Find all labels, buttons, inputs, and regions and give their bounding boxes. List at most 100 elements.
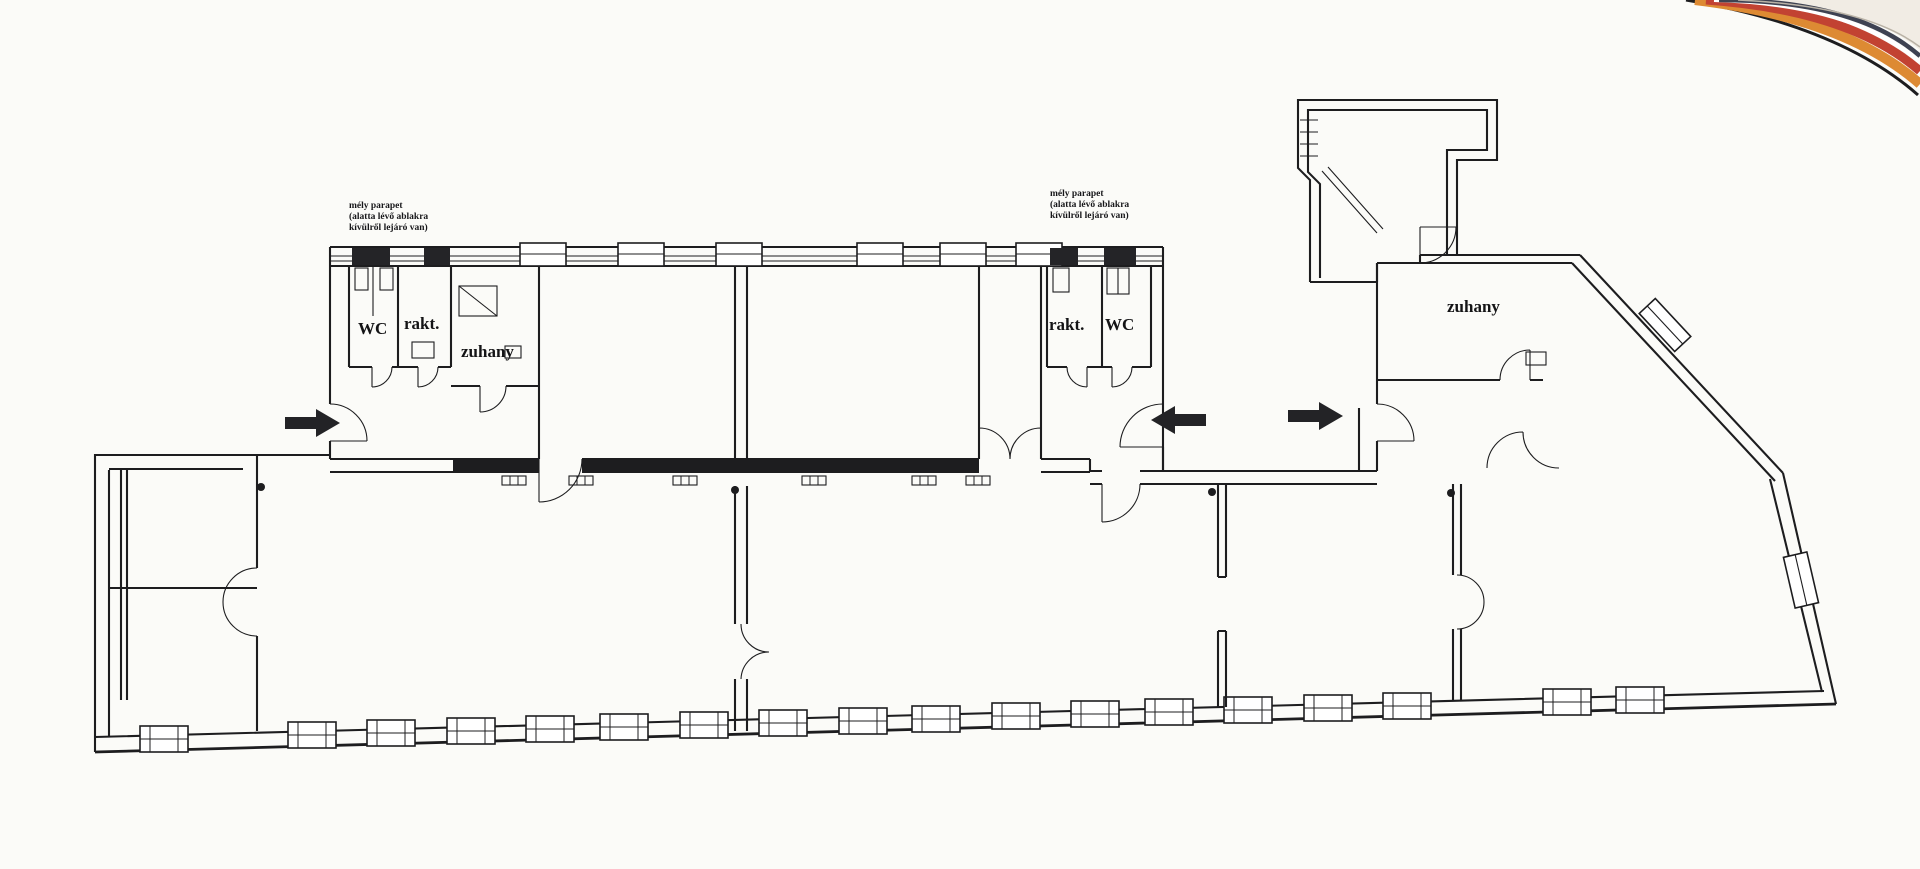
label-zuhany-right: zuhany bbox=[1447, 297, 1500, 316]
window-midline bbox=[1794, 554, 1808, 606]
basin-fixture bbox=[1525, 351, 1547, 366]
room-walls bbox=[1045, 266, 1153, 369]
window bbox=[838, 707, 888, 735]
corner-photo-object bbox=[1685, 0, 1920, 97]
label-wc-left: WC bbox=[358, 319, 387, 338]
east-wing bbox=[1296, 98, 1838, 705]
window bbox=[617, 242, 665, 267]
window bbox=[366, 719, 416, 747]
room-labels: WC rakt. zuhany rakt. WC zuhany bbox=[358, 297, 1500, 361]
object-inner-area bbox=[1712, 0, 1920, 50]
wall-piers bbox=[352, 248, 1136, 265]
middle-walls bbox=[733, 266, 1043, 731]
radiators bbox=[501, 475, 991, 486]
entrance-arrow-east bbox=[1288, 402, 1343, 430]
window bbox=[1382, 692, 1432, 720]
middle-divider-walls bbox=[733, 266, 749, 731]
zuhany-north-wall bbox=[1420, 253, 1580, 265]
ribbon-windows bbox=[519, 242, 1063, 267]
label-zuhany-left: zuhany bbox=[461, 342, 514, 361]
window bbox=[599, 713, 649, 741]
entrance-arrows bbox=[285, 402, 1343, 437]
east-wall-window bbox=[1782, 551, 1820, 609]
note-left-line3: kívülről lejáró van) bbox=[349, 222, 428, 233]
interior-wall-a bbox=[1216, 484, 1228, 707]
entrance-door-arc-middle bbox=[1119, 403, 1164, 448]
window-midline bbox=[1646, 305, 1684, 345]
window bbox=[446, 717, 496, 745]
diagonal-window bbox=[1638, 297, 1692, 353]
storage-fixture bbox=[411, 341, 435, 359]
pier bbox=[424, 248, 450, 265]
radiator bbox=[801, 475, 827, 486]
corner-double-door-arc bbox=[1486, 431, 1560, 469]
label-rakt-right: rakt. bbox=[1049, 315, 1084, 334]
tower-walls bbox=[1296, 98, 1499, 282]
window bbox=[911, 705, 961, 733]
window bbox=[939, 242, 987, 267]
service-rooms-right bbox=[1045, 266, 1153, 388]
wall-poche bbox=[453, 459, 539, 472]
entrance-door-arc-east bbox=[1376, 403, 1415, 442]
double-door-arc bbox=[1456, 574, 1485, 630]
entrance-arrow-middle bbox=[1151, 406, 1206, 434]
sink-fixture bbox=[504, 345, 522, 359]
door-arc bbox=[1101, 483, 1141, 523]
note-left-line1: mély parapet bbox=[349, 201, 403, 211]
stairs bbox=[1300, 119, 1318, 157]
hall-right-north-wall bbox=[1090, 408, 1377, 486]
window bbox=[758, 709, 808, 737]
door-arc bbox=[538, 458, 583, 503]
window bbox=[525, 715, 575, 743]
window bbox=[715, 242, 763, 267]
service-rooms-left bbox=[347, 266, 541, 459]
radiator bbox=[965, 475, 991, 486]
window bbox=[519, 242, 567, 267]
radiator bbox=[672, 475, 698, 486]
window bbox=[856, 242, 904, 267]
window bbox=[287, 721, 337, 749]
storage-fixture bbox=[1052, 267, 1070, 293]
window bbox=[679, 711, 729, 739]
lower-left-room-walls bbox=[93, 453, 330, 737]
northeast-diagonal-wall bbox=[1571, 254, 1784, 482]
label-wc-right: WC bbox=[1105, 315, 1134, 334]
tower-diagonal-wall bbox=[1321, 166, 1384, 234]
double-door-arc bbox=[222, 567, 258, 637]
hall-north-wall-lines bbox=[330, 457, 1092, 474]
window bbox=[1144, 698, 1194, 726]
room-door-arcs bbox=[1066, 366, 1133, 388]
window bbox=[1070, 700, 1120, 728]
pier bbox=[1050, 248, 1078, 265]
label-rakt-left: rakt. bbox=[404, 314, 439, 333]
hall-right-section bbox=[1090, 408, 1485, 707]
window bbox=[1223, 696, 1273, 724]
room-walls bbox=[347, 266, 541, 459]
vestibule-walls bbox=[977, 266, 1043, 459]
wall-poche bbox=[582, 459, 979, 472]
stripe-inner-line bbox=[1737, 0, 1920, 48]
pier bbox=[352, 248, 390, 265]
note-right-line3: kívülről lejáró van) bbox=[1050, 210, 1129, 221]
radiator bbox=[911, 475, 937, 486]
shower-diagonal bbox=[458, 285, 498, 317]
column-dot bbox=[1208, 488, 1216, 496]
window bbox=[1615, 686, 1665, 714]
entrance-door-arc-west bbox=[329, 403, 368, 442]
toilet-fixture bbox=[379, 267, 394, 291]
south-wall-windows bbox=[139, 686, 1665, 753]
entrance-arrow-west bbox=[285, 409, 340, 437]
note-right-line2: (alatta lévő ablakra bbox=[1050, 199, 1129, 210]
hall-north-wall bbox=[257, 427, 1455, 503]
toilet-fixture bbox=[354, 267, 369, 291]
note-right-line1: mély parapet bbox=[1050, 189, 1104, 199]
window bbox=[1542, 688, 1592, 716]
shower-tray bbox=[458, 285, 498, 317]
window bbox=[139, 725, 189, 753]
window bbox=[1303, 694, 1353, 722]
interior-wall-b bbox=[1451, 484, 1463, 701]
window bbox=[991, 702, 1041, 730]
pier bbox=[1104, 248, 1136, 265]
south-wall bbox=[93, 686, 1837, 754]
